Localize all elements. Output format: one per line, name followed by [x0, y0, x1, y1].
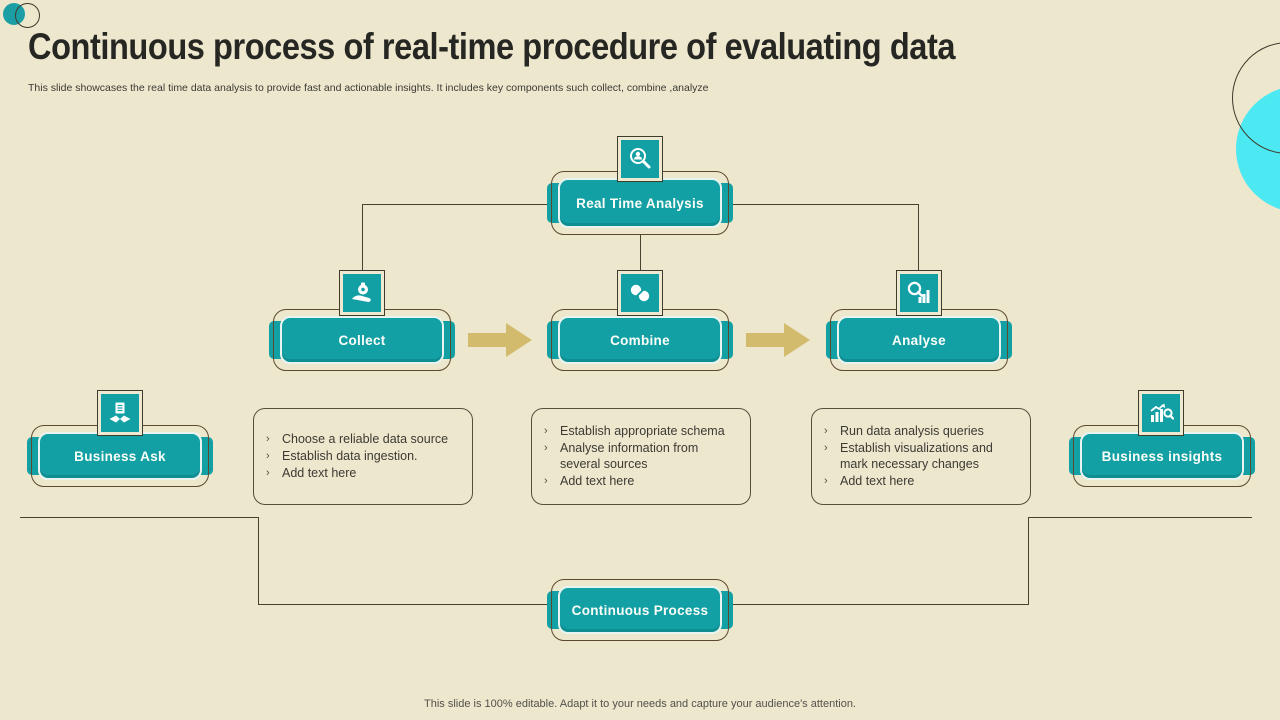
search-chart-icon	[896, 270, 942, 316]
node-business-insights: Business insights	[1069, 425, 1255, 487]
bullet-list: › Establish appropriate schema › Analyse i…	[544, 423, 740, 490]
bullet-text: Add text here	[560, 474, 635, 488]
detail-box-combine: › Establish appropriate schema › Analyse i…	[531, 408, 751, 505]
connector-top-left-h	[362, 204, 551, 205]
bullet-list: › Run data analysis queries › Establish vi…	[824, 423, 1020, 490]
bullet-marker: ›	[824, 425, 828, 437]
list-item: › Run data analysis queries	[824, 423, 1020, 439]
detail-box-analyse: › Run data analysis queries › Establish vi…	[811, 408, 1031, 505]
connector-bottom-right-h1	[729, 604, 1028, 605]
document-handshake-icon	[97, 390, 143, 436]
bullet-marker: ›	[544, 475, 548, 487]
money-hand-icon	[339, 270, 385, 316]
page-title-text: Continuous process of real-time procedur…	[28, 26, 956, 67]
node-continuous-process: Continuous Process	[547, 579, 733, 641]
list-item: › Add text here	[824, 473, 1020, 489]
node-business-ask: Business Ask	[27, 425, 213, 487]
node-business-ask-label: Business Ask	[38, 432, 202, 480]
bullet-marker: ›	[824, 442, 828, 454]
node-analyse-label: Analyse	[837, 316, 1001, 364]
list-item: › Add text here	[544, 473, 740, 489]
node-collect: Collect	[269, 309, 455, 371]
connector-top-right-h	[729, 204, 918, 205]
bullet-text: Analyse information from several sources	[560, 441, 699, 471]
list-item: › Establish data ingestion.	[266, 448, 462, 464]
list-item: › Add text here	[266, 465, 462, 481]
bullet-text: Add text here	[282, 466, 357, 480]
detail-box-collect: › Choose a reliable data source › Establis…	[253, 408, 473, 505]
node-continuous-process-label: Continuous Process	[558, 586, 722, 634]
link-icon	[617, 270, 663, 316]
node-combine: Combine	[547, 309, 733, 371]
bullet-text: Run data analysis queries	[840, 424, 984, 438]
connector-analyse-v	[918, 204, 919, 272]
page-title: Continuous process of real-time procedur…	[28, 26, 1228, 68]
bullet-marker: ›	[266, 467, 270, 479]
chart-search-icon	[1138, 390, 1184, 436]
connector-bottom-left-h1	[20, 517, 258, 518]
list-item: › Establish appropriate schema	[544, 423, 740, 439]
node-real-time-analysis-label: Real Time Analysis	[558, 178, 722, 228]
connector-bottom-right-h2	[1028, 517, 1252, 518]
slide-footer: This slide is 100% editable. Adapt it to…	[424, 698, 856, 710]
connector-collect-v	[362, 204, 363, 272]
node-business-insights-label: Business insights	[1080, 432, 1244, 480]
list-item: › Establish visualizations and mark neces…	[824, 440, 1020, 472]
list-item: › Choose a reliable data source	[266, 431, 462, 447]
arrow-combine-to-analyse	[746, 323, 810, 357]
bullet-text: Establish appropriate schema	[560, 424, 725, 438]
node-combine-label: Combine	[558, 316, 722, 364]
bullet-list: › Choose a reliable data source › Establis…	[266, 431, 462, 482]
bullet-text: Choose a reliable data source	[282, 432, 449, 446]
node-real-time-analysis: Real Time Analysis	[547, 171, 733, 235]
bullet-marker: ›	[544, 442, 548, 454]
bullet-text: Establish data ingestion.	[282, 449, 418, 463]
person-search-icon	[617, 136, 663, 182]
bullet-marker: ›	[544, 425, 548, 437]
node-analyse: Analyse	[826, 309, 1012, 371]
list-item: › Analyse information from several source…	[544, 440, 740, 472]
node-collect-label: Collect	[280, 316, 444, 364]
arrow-collect-to-combine	[468, 323, 532, 357]
top-left-outline-circle	[15, 3, 40, 28]
slide-subtitle: This slide showcases the real time data …	[28, 82, 709, 94]
connector-combine-v	[640, 235, 641, 272]
connector-bottom-right-v	[1028, 517, 1029, 605]
bullet-text: Establish visualizations and mark necess…	[840, 441, 993, 471]
bullet-marker: ›	[266, 433, 270, 445]
connector-bottom-left-v	[258, 517, 259, 605]
connector-bottom-left-h2	[258, 604, 551, 605]
bullet-marker: ›	[266, 450, 270, 462]
bullet-marker: ›	[824, 475, 828, 487]
bullet-text: Add text here	[840, 474, 915, 488]
